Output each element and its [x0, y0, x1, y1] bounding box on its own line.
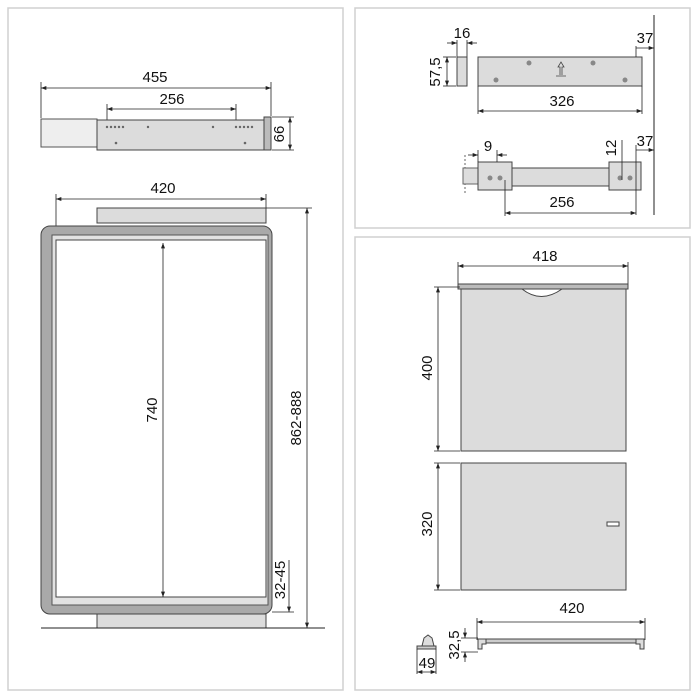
dim-256: 256 — [159, 91, 184, 108]
dim-9: 9 — [484, 138, 492, 155]
dim-32-5: 32,5 — [446, 630, 463, 659]
dim-740: 740 — [144, 397, 161, 422]
dim-455: 455 — [142, 69, 167, 86]
dim-12: 12 — [603, 140, 620, 157]
side-view-rail: 455 256 66 — [40, 69, 294, 151]
frame-top-view: 420 740 862-888 32-45 — [40, 180, 325, 629]
bottom-right-panel — [354, 236, 691, 691]
dim-32-45: 32-45 — [272, 561, 289, 599]
dim-49: 49 — [419, 655, 436, 672]
dim-400: 400 — [419, 355, 436, 380]
dim-862-888: 862-888 — [288, 390, 305, 445]
dim-418: 418 — [532, 248, 557, 265]
dim-320: 320 — [419, 511, 436, 536]
top-right-panel — [354, 7, 691, 229]
dim-66: 66 — [271, 126, 288, 143]
dim-16: 16 — [454, 25, 471, 42]
dim-37-top: 37 — [637, 30, 654, 47]
dim-37-bottom: 37 — [637, 133, 654, 150]
bracket-views: 16 57,5 326 37 9 12 37 — [427, 15, 655, 216]
dim-420: 420 — [150, 180, 175, 197]
dim-57-5: 57,5 — [427, 57, 444, 86]
dim-420-bar: 420 — [559, 600, 584, 617]
dim-256-rail: 256 — [549, 194, 574, 211]
dim-326: 326 — [549, 93, 574, 110]
left-panel — [7, 7, 344, 691]
panel-views: 418 400 320 420 32,5 49 — [416, 248, 646, 674]
